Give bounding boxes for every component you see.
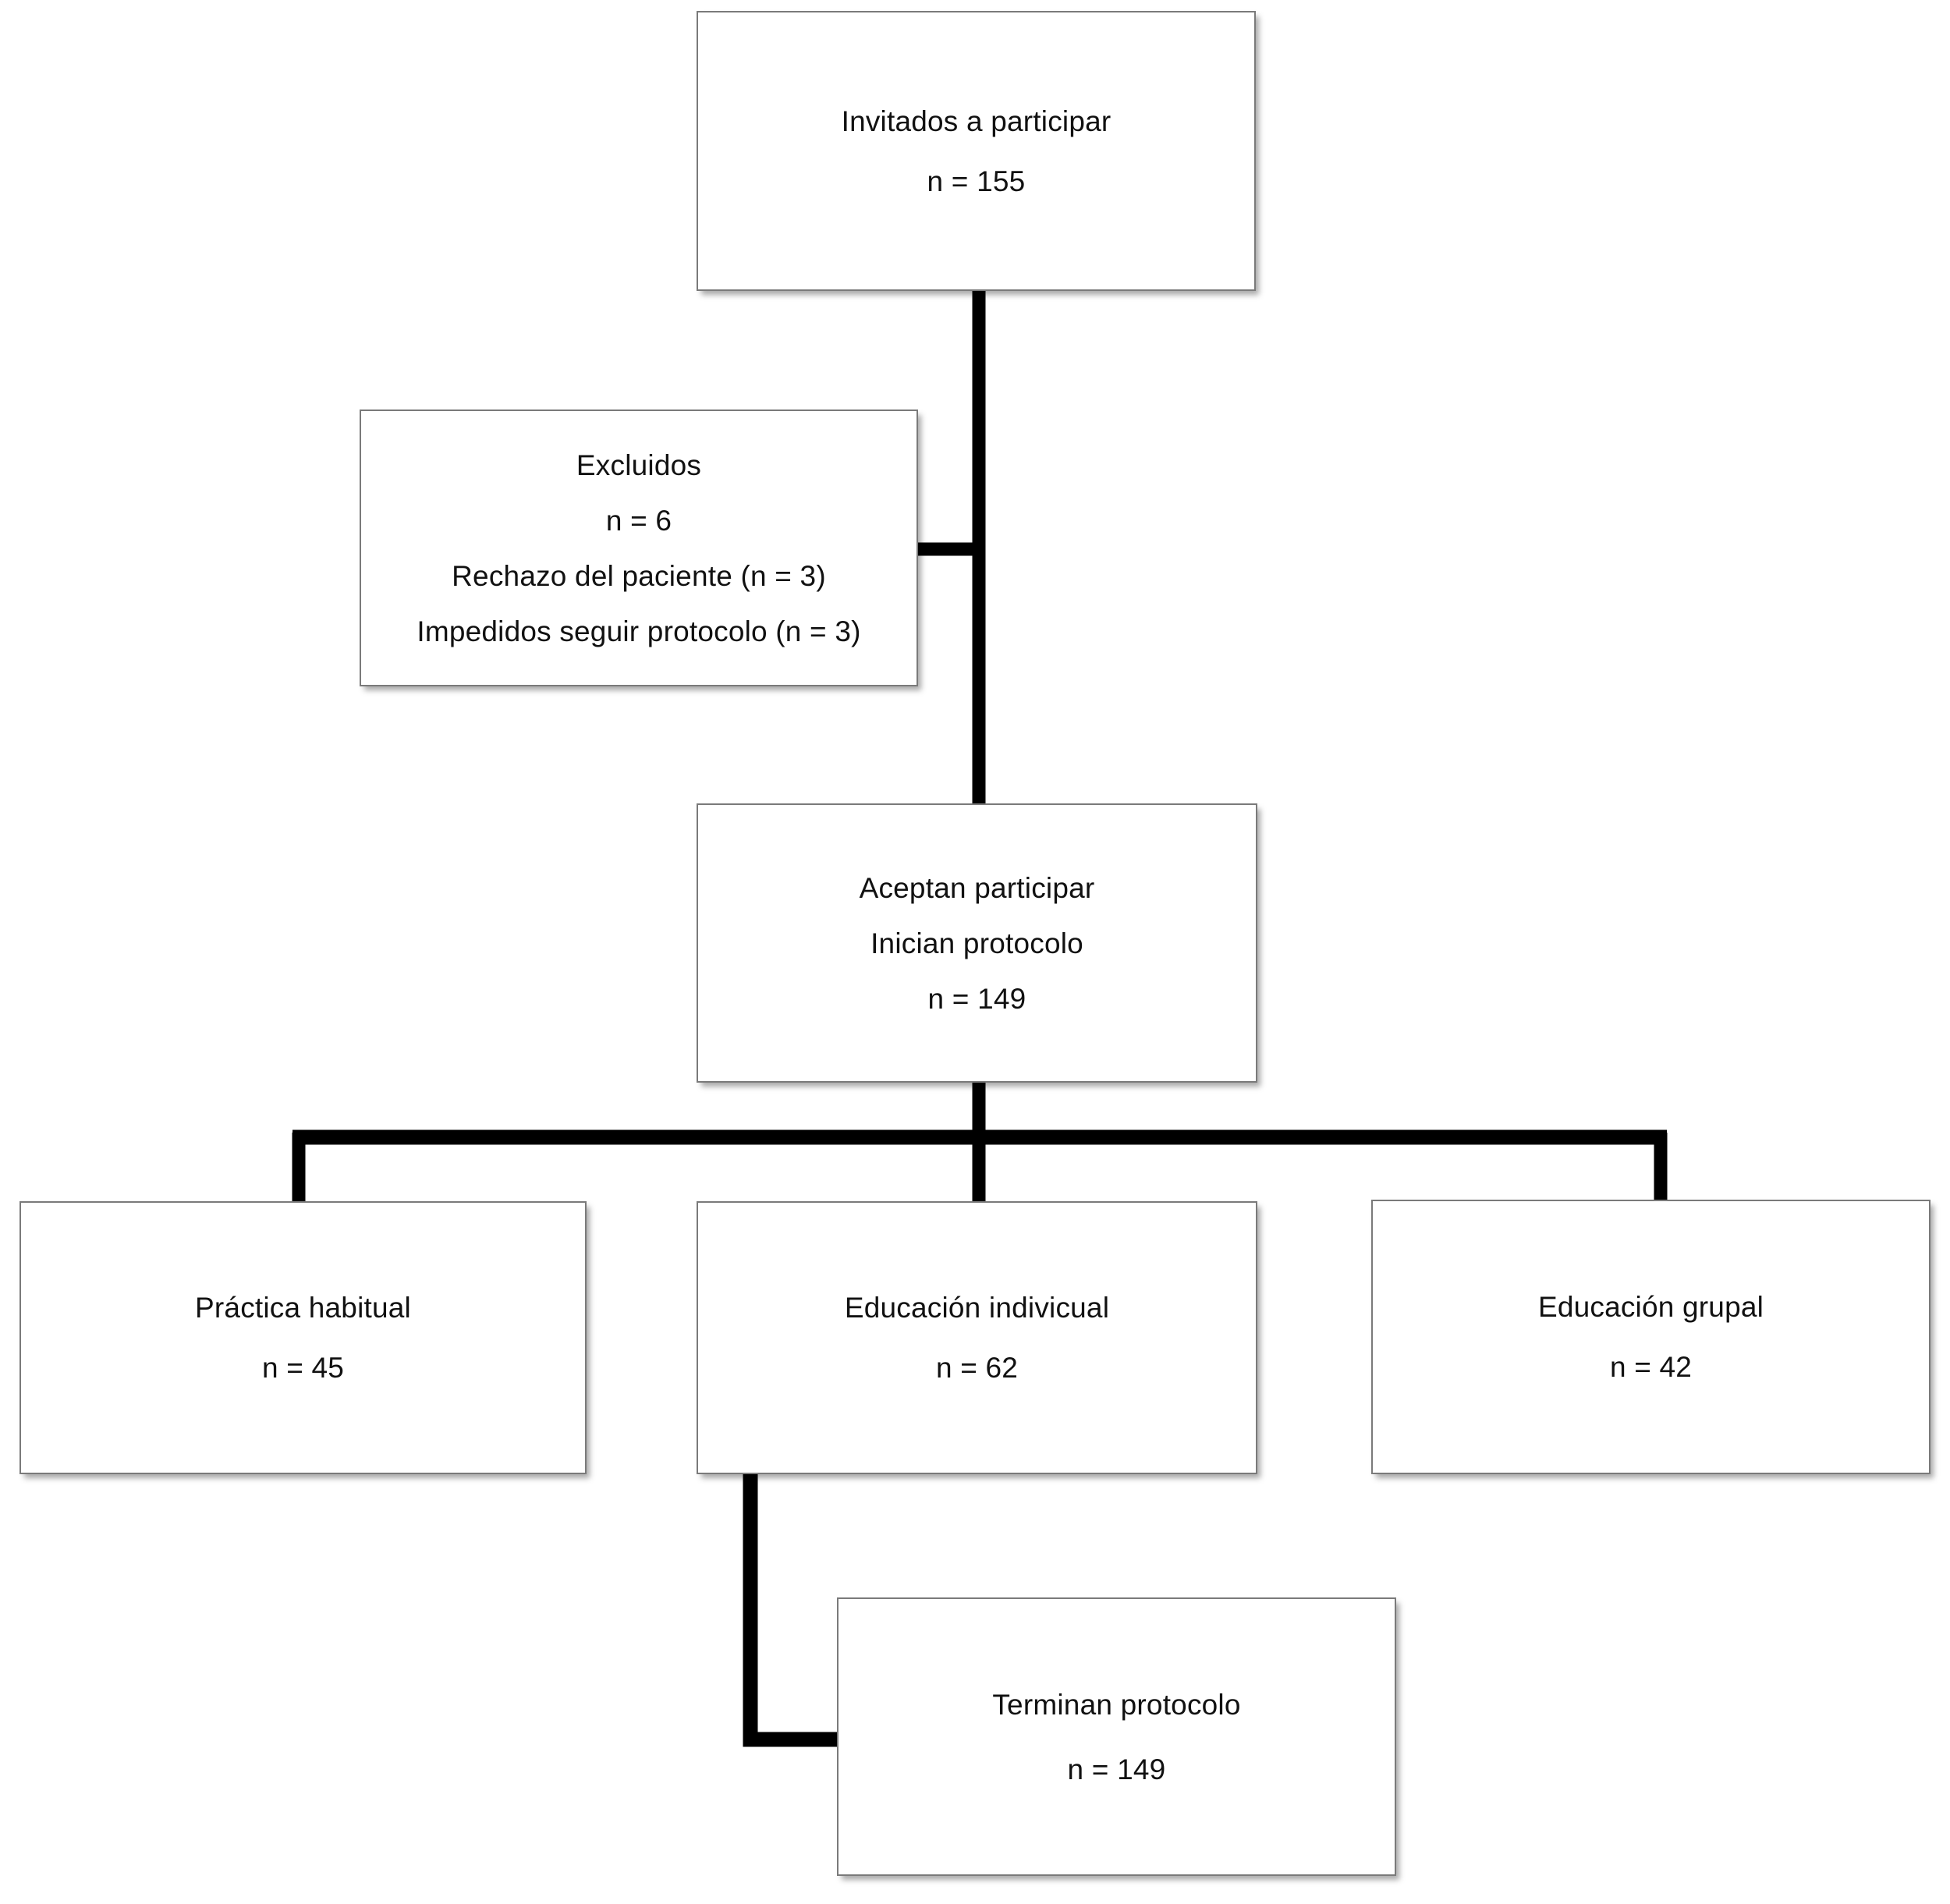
node-excluidos-count: n = 6: [605, 504, 672, 537]
node-excluidos-reason-impedidos: Impedidos seguir protocolo (n = 3): [417, 615, 861, 647]
node-educacion-indivicual[interactable]: Educación indivicual n = 62: [697, 1201, 1257, 1474]
node-invitados-line-0: Invitados a participar: [841, 105, 1112, 137]
node-aceptan-line-0: Aceptan participar: [859, 871, 1095, 904]
node-terminan-protocolo[interactable]: Terminan protocolo n = 149: [837, 1597, 1396, 1876]
node-invitados-a-participar[interactable]: Invitados a participar n = 155: [697, 11, 1256, 291]
node-invitados-count: n = 155: [927, 165, 1026, 197]
node-practica-line-0: Práctica habitual: [195, 1292, 411, 1324]
node-terminan-count: n = 149: [1067, 1753, 1166, 1785]
node-educacion-grupal[interactable]: Educación grupal n = 42: [1371, 1200, 1930, 1474]
node-aceptan-line-1: Inician protocolo: [870, 927, 1083, 959]
node-excluidos[interactable]: Excluidos n = 6 Rechazo del paciente (n …: [360, 410, 918, 686]
node-excluidos-line-0: Excluidos: [576, 449, 702, 481]
node-aceptan-count: n = 149: [927, 982, 1026, 1015]
node-practica-habitual[interactable]: Práctica habitual n = 45: [20, 1201, 587, 1474]
node-individual-line-0: Educación indivicual: [844, 1292, 1110, 1324]
node-grupal-count: n = 42: [1609, 1351, 1693, 1383]
node-practica-count: n = 45: [261, 1352, 345, 1384]
node-excluidos-reason-rechazo: Rechazo del paciente (n = 3): [452, 559, 826, 592]
edge-individual-to-terminan: [743, 1474, 842, 1747]
node-individual-count: n = 62: [935, 1352, 1019, 1384]
node-terminan-line-0: Terminan protocolo: [992, 1688, 1241, 1721]
node-aceptan-participar[interactable]: Aceptan participar Inician protocolo n =…: [697, 803, 1257, 1083]
node-grupal-line-0: Educación grupal: [1537, 1291, 1764, 1323]
